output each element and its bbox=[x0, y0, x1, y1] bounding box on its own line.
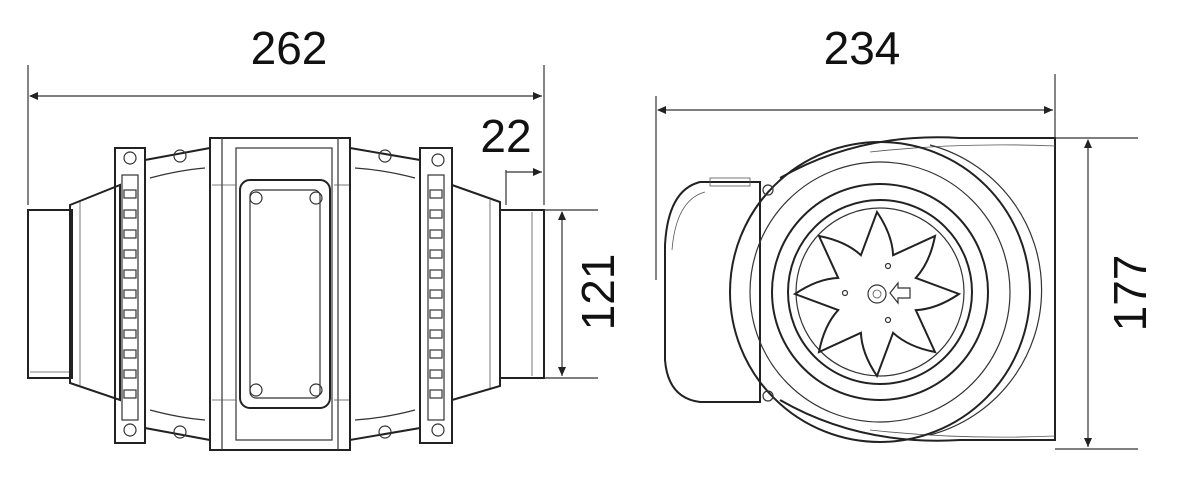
side-outlet-collar bbox=[499, 209, 545, 379]
frame-slot bbox=[123, 389, 137, 399]
side-right-body bbox=[349, 146, 421, 442]
frame-slot bbox=[429, 289, 443, 299]
impeller-icon bbox=[792, 209, 962, 379]
frame-slot bbox=[429, 189, 443, 199]
front-dimension-lines bbox=[655, 74, 1138, 450]
dimension-width-label: 234 bbox=[824, 22, 901, 74]
side-right-cone bbox=[451, 183, 501, 402]
frame-slot bbox=[429, 309, 443, 319]
front-flange bbox=[729, 141, 1031, 443]
dimension-outlet-diameter-label: 121 bbox=[572, 254, 624, 331]
frame-slot bbox=[429, 269, 443, 279]
frame-slot bbox=[429, 329, 443, 339]
side-right-frame bbox=[419, 147, 453, 444]
frame-slot bbox=[429, 209, 443, 219]
frame-slot bbox=[123, 249, 137, 259]
frame-slot bbox=[429, 389, 443, 399]
impeller-blades bbox=[792, 209, 962, 379]
side-left-body bbox=[144, 146, 211, 442]
frame-slot bbox=[123, 309, 137, 319]
frame-slot bbox=[429, 229, 443, 239]
frame-slot bbox=[123, 289, 137, 299]
frame-slot bbox=[123, 229, 137, 239]
frame-slot bbox=[123, 369, 137, 379]
dimension-outlet-length-label: 22 bbox=[480, 110, 531, 162]
side-center-housing bbox=[209, 137, 351, 451]
frame-slot bbox=[123, 209, 137, 219]
airflow-arrow-icon bbox=[889, 281, 911, 305]
frame-slot bbox=[429, 349, 443, 359]
side-view bbox=[27, 137, 545, 451]
frame-slot bbox=[123, 269, 137, 279]
side-dimension-lines bbox=[27, 65, 598, 379]
frame-slot bbox=[123, 189, 137, 199]
frame-slot bbox=[429, 249, 443, 259]
front-view bbox=[664, 136, 1056, 443]
side-inlet-collar bbox=[27, 209, 73, 379]
dimension-height-label: 177 bbox=[1104, 255, 1156, 332]
dimension-length-label: 262 bbox=[251, 22, 328, 74]
frame-slot bbox=[123, 349, 137, 359]
side-left-cone bbox=[69, 183, 121, 402]
front-terminal-box bbox=[664, 177, 761, 403]
frame-slot bbox=[123, 329, 137, 339]
frame-slot bbox=[429, 369, 443, 379]
terminal-box-cover bbox=[239, 179, 331, 409]
